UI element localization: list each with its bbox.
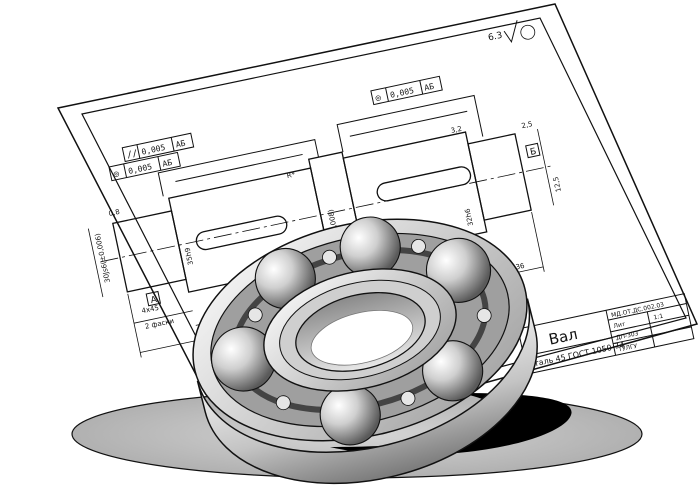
dim-13: 3,2 [450, 125, 463, 135]
dim-15: 2,5 [521, 120, 534, 130]
dim-4: 32h6 [463, 207, 475, 227]
tol-1-datum: АБ [175, 139, 186, 150]
dim-1: 30Js6(±0,006) [94, 232, 112, 283]
dim-8: 2 фаски [144, 317, 175, 331]
sheet-frame [81, 17, 687, 435]
datum-a: А [145, 290, 162, 307]
dim-12: R* [286, 170, 296, 180]
keyway-detail [157, 94, 484, 197]
roughness-mark: 6.3 [487, 20, 536, 44]
keyways [195, 166, 472, 251]
datum-a-label: А [150, 295, 159, 306]
ball-bearing [192, 216, 538, 485]
tol-3-symbol: ◎ [375, 93, 383, 104]
dim-14: 0,8 [108, 208, 121, 218]
cage-rivets [247, 238, 492, 411]
dim-9: 12,5 [552, 176, 563, 193]
dim-11: 36 [515, 262, 526, 272]
drawing-title: Вал [547, 325, 579, 349]
title-block-row3: 1:1 [653, 313, 664, 322]
dim-7: 4x45 [141, 304, 160, 315]
outer-ring-side [196, 298, 538, 485]
datum-b: Б [525, 142, 541, 159]
tolerance-frame-1: // 0,005 АБ [121, 132, 195, 163]
datum-b-label: Б [529, 147, 537, 158]
roughness-value: 6.3 [487, 31, 503, 44]
title-block-row5: ТУЛГУ [617, 343, 638, 354]
bore-highlight [310, 310, 414, 366]
tol-2-symbol: ◎ [113, 169, 121, 180]
tol-3-datum: АБ [424, 82, 435, 93]
title-block-row4: ДП-303 [615, 330, 639, 342]
tol-2-datum: АБ [162, 158, 173, 169]
dim-2: 35h9 [184, 247, 196, 266]
tol-1-symbol: // [126, 149, 139, 161]
title-block-row2: Лит [613, 321, 627, 330]
